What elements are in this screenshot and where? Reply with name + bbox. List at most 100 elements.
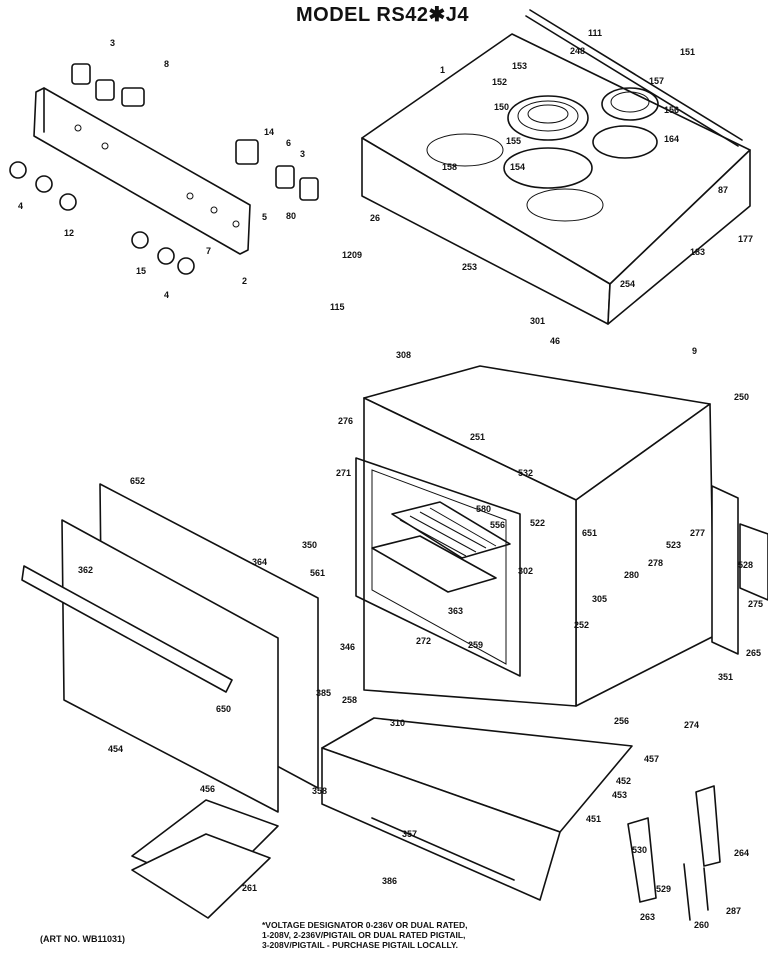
- part-label-305: 305: [592, 594, 607, 604]
- part-label-556: 556: [490, 520, 505, 530]
- part-label-248: 248: [570, 46, 585, 56]
- part-label-157: 157: [649, 76, 664, 86]
- part-label-265: 265: [746, 648, 761, 658]
- voltage-note-line: *VOLTAGE DESIGNATOR 0-236V OR DUAL RATED…: [262, 920, 468, 930]
- part-label-158: 158: [442, 162, 457, 172]
- part-label-250: 250: [734, 392, 749, 402]
- part-label-154: 154: [510, 162, 525, 172]
- part-label-5: 5: [262, 212, 267, 222]
- control-knobs: [9, 161, 195, 275]
- part-label-278: 278: [648, 558, 663, 568]
- part-label-1: 1: [440, 65, 445, 75]
- part-label-8: 8: [164, 59, 169, 69]
- part-label-346: 346: [340, 642, 355, 652]
- part-label-7: 7: [206, 246, 211, 256]
- part-label-259: 259: [468, 640, 483, 650]
- storage-drawer: [321, 717, 633, 901]
- part-label-152: 152: [492, 77, 507, 87]
- part-label-2: 2: [242, 276, 247, 286]
- hinges: [627, 785, 721, 921]
- part-label-357: 357: [402, 829, 417, 839]
- part-label-363: 363: [448, 606, 463, 616]
- part-label-271: 271: [336, 468, 351, 478]
- part-label-651: 651: [582, 528, 597, 538]
- part-label-115: 115: [330, 302, 345, 312]
- part-label-277: 277: [690, 528, 705, 538]
- part-label-287: 287: [726, 906, 741, 916]
- part-label-530: 530: [632, 845, 647, 855]
- part-label-87: 87: [718, 185, 728, 195]
- oven-racks: [371, 501, 511, 593]
- part-label-153: 153: [512, 61, 527, 71]
- part-label-261: 261: [242, 883, 257, 893]
- part-label-150: 150: [494, 102, 509, 112]
- art-number: (ART NO. WB11031): [40, 934, 126, 944]
- part-label-264: 264: [734, 848, 749, 858]
- part-label-14: 14: [264, 127, 274, 137]
- part-label-12: 12: [64, 228, 74, 238]
- part-label-26: 26: [370, 213, 380, 223]
- part-label-156: 156: [664, 105, 679, 115]
- part-label-274: 274: [684, 720, 699, 730]
- part-label-308: 308: [396, 350, 411, 360]
- part-label-252: 252: [574, 620, 589, 630]
- part-label-523: 523: [666, 540, 681, 550]
- infinite-switches: [71, 63, 319, 201]
- part-label-263: 263: [640, 912, 655, 922]
- surface-units: [503, 87, 659, 189]
- part-label-251: 251: [470, 432, 485, 442]
- part-label-164: 164: [664, 134, 679, 144]
- part-label-80: 80: [286, 211, 296, 221]
- part-label-280: 280: [624, 570, 639, 580]
- part-label-276: 276: [338, 416, 353, 426]
- part-label-151: 151: [680, 47, 695, 57]
- range-body: [355, 365, 715, 707]
- voltage-note-line: 1-208V, 2-236V/PIGTAIL OR DUAL RATED PIG…: [262, 930, 466, 940]
- part-label-452: 452: [616, 776, 631, 786]
- part-label-386: 386: [382, 876, 397, 886]
- part-label-385: 385: [316, 688, 331, 698]
- part-label-310: 310: [390, 718, 405, 728]
- oven-door: [21, 483, 319, 813]
- part-label-362: 362: [78, 565, 93, 575]
- part-label-258: 258: [342, 695, 357, 705]
- part-label-4: 4: [164, 290, 169, 300]
- part-label-454: 454: [108, 744, 123, 754]
- part-label-155: 155: [506, 136, 521, 146]
- part-label-451: 451: [586, 814, 601, 824]
- part-label-3: 3: [110, 38, 115, 48]
- part-label-254: 254: [620, 279, 635, 289]
- cooktop: [361, 9, 751, 325]
- part-label-6: 6: [286, 138, 291, 148]
- part-label-364: 364: [252, 557, 267, 567]
- side-panels: [711, 485, 768, 655]
- part-label-358: 358: [312, 786, 327, 796]
- part-label-529: 529: [656, 884, 671, 894]
- part-label-15: 15: [136, 266, 146, 276]
- part-label-580: 580: [476, 504, 491, 514]
- part-label-111: 111: [588, 28, 602, 38]
- part-label-253: 253: [462, 262, 477, 272]
- part-label-1209: 1209: [342, 250, 362, 260]
- part-label-456: 456: [200, 784, 215, 794]
- part-label-46: 46: [550, 336, 560, 346]
- broiler-pan: [131, 799, 279, 919]
- part-label-528: 528: [738, 560, 753, 570]
- part-label-652: 652: [130, 476, 145, 486]
- part-label-301: 301: [530, 316, 545, 326]
- voltage-note: *VOLTAGE DESIGNATOR 0-236V OR DUAL RATED…: [262, 920, 467, 950]
- part-label-561: 561: [310, 568, 325, 578]
- part-label-351: 351: [718, 672, 733, 682]
- part-label-522: 522: [530, 518, 545, 528]
- part-label-9: 9: [692, 346, 697, 356]
- part-label-256: 256: [614, 716, 629, 726]
- control-panel: [33, 87, 251, 255]
- part-label-3: 3: [300, 149, 305, 159]
- part-label-183: 183: [690, 247, 705, 257]
- model-title: MODEL RS42✱J4: [296, 4, 469, 26]
- part-label-453: 453: [612, 790, 627, 800]
- part-label-4: 4: [18, 201, 23, 211]
